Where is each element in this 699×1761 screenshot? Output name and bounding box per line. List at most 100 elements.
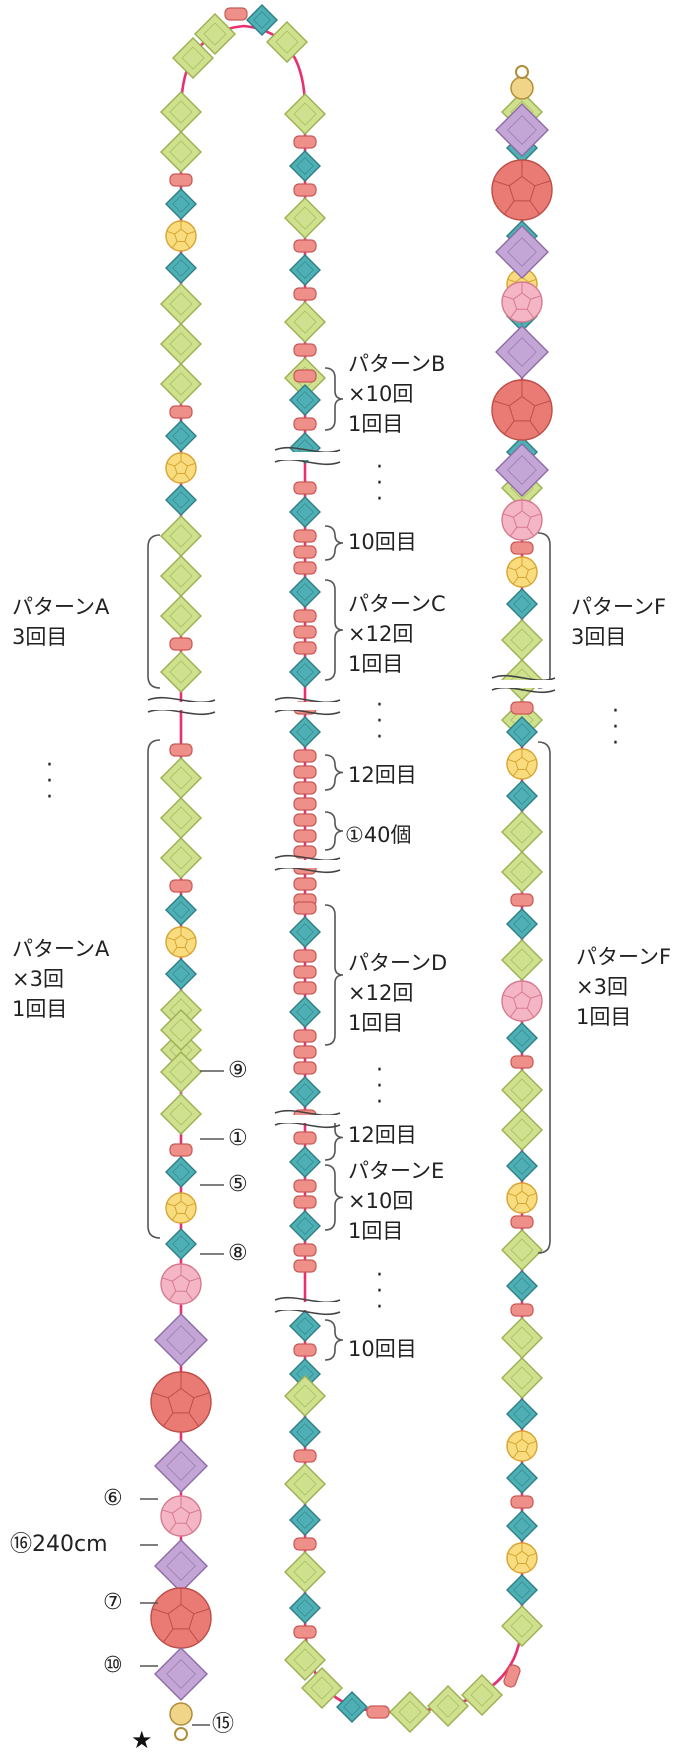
pink-seed-bead — [169, 173, 193, 187]
pattern-f-first-repeat: ×3回 — [576, 975, 628, 999]
red-round-bead — [150, 1587, 212, 1649]
pattern-e-title: パターンE — [348, 1159, 445, 1183]
teal-bicone-bead — [506, 1270, 538, 1302]
pink-seed-bead — [293, 877, 317, 891]
pattern-a-first-bracket — [147, 739, 161, 1239]
green-bicone-bead — [284, 93, 326, 135]
pattern-d-title: パターンD — [348, 951, 448, 975]
pink-seed-bead — [293, 135, 317, 149]
teal-bicone-bead — [289, 254, 321, 286]
pink-round-bead — [501, 499, 543, 541]
green-bicone-bead — [160, 323, 202, 365]
teal-bicone-bead — [289, 1076, 321, 1108]
teal-bicone-bead — [289, 496, 321, 528]
pink-seed-bead — [293, 981, 317, 995]
pink-seed-bead — [169, 405, 193, 419]
green-bicone-bead — [284, 197, 326, 239]
pink-seed-bead — [503, 1664, 521, 1688]
pink-seed-bead — [293, 1131, 317, 1145]
pink-seed-bead — [293, 239, 317, 253]
pink-round-bead — [160, 1495, 202, 1537]
teal-bicone-bead — [506, 1510, 538, 1542]
green-bicone-bead — [501, 1605, 543, 1647]
pink-seed-bead — [510, 1303, 534, 1317]
pink-seed-bead — [293, 965, 317, 979]
green-bicone-bead — [160, 283, 202, 325]
pattern-a-third-title: パターンA — [12, 595, 110, 619]
pattern-f-third-count: 3回目 — [571, 625, 627, 649]
green-bicone-bead — [501, 811, 543, 853]
green-bicone-bead — [160, 757, 202, 799]
teal-bicone-bead — [165, 894, 197, 926]
teal-bicone-bead — [289, 716, 321, 748]
pink-seed-bead — [293, 781, 317, 795]
teal-bicone-bead — [289, 916, 321, 948]
green-bicone-bead — [160, 515, 202, 557]
pattern-e-first: 1回目 — [348, 1219, 404, 1243]
pink-seed-bead — [510, 893, 534, 907]
pink-seed-bead — [293, 417, 317, 431]
pink-seed-bead — [293, 1243, 317, 1257]
pink-seed-bead — [293, 1449, 317, 1463]
pink-seed-bead — [293, 1259, 317, 1273]
pattern-b-ellipsis: · · · — [376, 455, 383, 512]
green-bicone-bead — [160, 595, 202, 637]
pink-seed-bead — [510, 1215, 534, 1229]
teal-bicone-bead — [165, 188, 197, 220]
end-clasp — [169, 1702, 193, 1726]
green-bicone-bead — [160, 1093, 202, 1135]
break-marks-layer — [147, 446, 556, 1316]
pattern-a-third-count: 3回目 — [12, 625, 68, 649]
pink-seed-bead — [293, 641, 317, 655]
pattern-e-break-mark — [274, 1296, 341, 1316]
pattern-b-title: パターンB — [348, 352, 446, 376]
green-bicone-bead — [160, 363, 202, 405]
teal-bicone-bead — [289, 1416, 321, 1448]
part-1-label: ① — [228, 1126, 248, 1151]
purple-bicone-bead — [495, 443, 549, 497]
teal-bicone-bead — [165, 484, 197, 516]
teal-bicone-bead — [289, 1504, 321, 1536]
pattern-d-last: 12回目 — [348, 1123, 417, 1147]
green-bicone-bead — [194, 13, 236, 55]
pink-seed-bead — [169, 637, 193, 651]
pink-seed-bead — [293, 901, 317, 915]
pattern-d-break-mark — [274, 1109, 341, 1129]
purple-bicone-bead — [154, 1539, 208, 1593]
part-7-label: ⑦ — [103, 1590, 123, 1615]
teal-bicone-bead — [506, 716, 538, 748]
green-bicone-bead — [284, 1551, 326, 1593]
teal-bicone-bead — [165, 1228, 197, 1260]
pink-seed-bead — [293, 481, 317, 495]
pink-seed-bead — [293, 1029, 317, 1043]
pink-seed-bead — [510, 1495, 534, 1509]
pattern-f-first-bracket — [537, 741, 551, 1254]
red-round-bead — [491, 159, 553, 221]
pink-seed-bead — [293, 1061, 317, 1075]
teal-bicone-bead — [506, 588, 538, 620]
part-15-label: ⑮ — [212, 1712, 235, 1737]
pink-seed-bead — [293, 529, 317, 543]
pattern-f-third-title: パターンF — [571, 595, 667, 619]
purple-bicone-bead — [495, 325, 549, 379]
teal-bicone-bead — [165, 420, 197, 452]
pattern-f-break-mark — [491, 674, 556, 694]
green-bicone-bead — [160, 555, 202, 597]
part-10-label: ⑩ — [103, 1653, 123, 1678]
teal-bicone-bead — [289, 1310, 321, 1342]
green-bicone-bead — [284, 301, 326, 343]
pink-seed-bead — [293, 1343, 317, 1357]
green-bicone-bead — [501, 1317, 543, 1359]
green-bicone-bead — [160, 91, 202, 133]
pink-seed-bead — [366, 1705, 390, 1719]
seed-40-bracket — [324, 811, 344, 851]
green-bicone-bead — [172, 37, 214, 79]
pink-seed-bead — [293, 765, 317, 779]
green-bicone-bead — [501, 1069, 543, 1111]
pattern-a-ellipsis: · · · — [46, 753, 53, 810]
pink-seed-bead — [293, 625, 317, 639]
pink-seed-bead — [169, 879, 193, 893]
pattern-c-ellipsis: · · · — [376, 693, 383, 750]
teal-bicone-bead — [289, 150, 321, 182]
